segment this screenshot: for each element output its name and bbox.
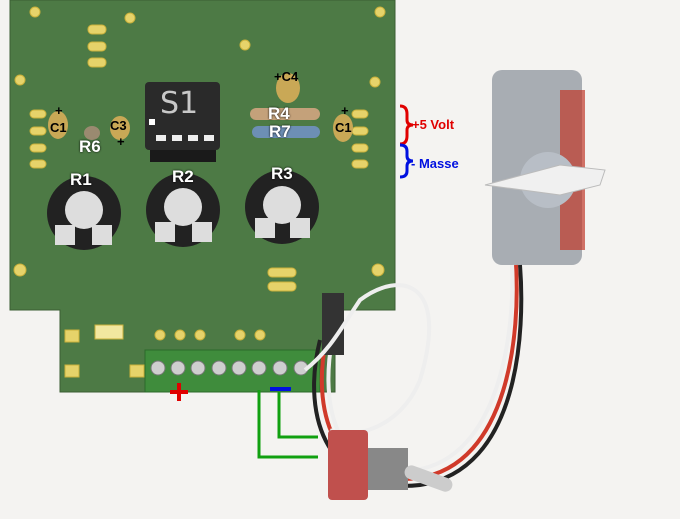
chip-label: S1 <box>160 86 199 121</box>
label-r2: R2 <box>172 167 194 186</box>
pads <box>13 6 386 378</box>
ic-chip <box>145 82 220 150</box>
servo <box>484 70 606 265</box>
label-c1-right: C1 <box>335 120 352 135</box>
label-c1-left: C1 <box>50 120 67 135</box>
plus5-brace <box>399 104 414 146</box>
wire-annotation <box>257 390 318 459</box>
label-c4: +C4 <box>274 69 299 84</box>
label-c3-plus: + <box>117 134 125 149</box>
plus-sign <box>170 383 188 401</box>
label-r4: R4 <box>268 104 290 123</box>
resistor-r7 <box>252 126 320 138</box>
label-r7: R7 <box>269 122 291 141</box>
label-c1-left-plus: + <box>55 103 63 118</box>
servo-cable <box>312 264 524 488</box>
masse-label: - Masse <box>411 156 459 171</box>
label-r6: R6 <box>79 137 101 156</box>
masse-brace <box>399 143 414 179</box>
resistor-r4 <box>250 108 320 120</box>
label-r3: R3 <box>271 164 293 183</box>
label-c1-right-plus: + <box>341 103 349 118</box>
label-c3: C3 <box>110 118 127 133</box>
plus5-label: +5 Volt <box>412 117 455 132</box>
capacitors <box>48 73 353 142</box>
label-r1: R1 <box>70 170 92 189</box>
potentiometers <box>47 170 319 250</box>
toggle-switch <box>328 430 453 500</box>
